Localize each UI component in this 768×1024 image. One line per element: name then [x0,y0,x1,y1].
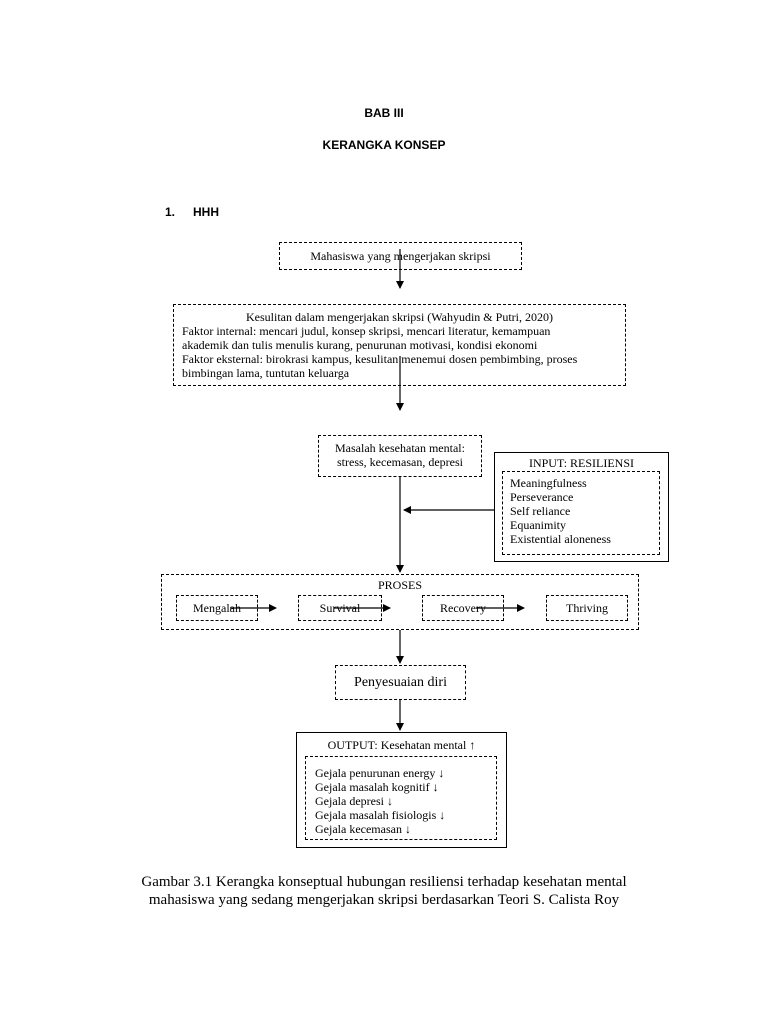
students-box-label: Mahasiswa yang mengerjakan skripsi [310,249,491,263]
input-item: Perseverance [510,490,574,504]
difficulty-line: Faktor internal: mencari judul, konsep s… [182,324,551,338]
section-number: 1. [165,205,176,219]
input-item: Self reliance [510,504,571,518]
output-item: Gejala masalah kognitif ↓ [315,780,439,794]
input-item: Equanimity [510,518,566,532]
section-title: HHH [193,205,219,219]
process-step-label: Thriving [566,601,608,615]
output-item: Gejala penurunan energy ↓ [315,766,445,780]
input-resilience-box: INPUT: RESILIENSI Meaningfulness Perseve… [494,452,669,562]
page-title: KERANGKA KONSEP [322,138,446,152]
caption-line: Gambar 3.1 Kerangka konseptual hubungan … [141,874,627,890]
output-title: OUTPUT: Kesehatan mental ↑ [327,738,476,752]
difficulty-line: bimbingan lama, tuntutan keluarga [182,366,350,380]
input-item: Existential aloneness [510,532,611,546]
output-items-box: Gejala penurunan energy ↓ Gejala masalah… [305,756,497,840]
chapter-heading: BAB III [364,106,404,120]
difficulty-line: Faktor eksternal: birokrasi kampus, kesu… [182,352,578,366]
mental-health-line: Masalah kesehatan mental: [335,441,465,455]
input-item: Meaningfulness [510,476,587,490]
process-step-label: Mengalah [193,601,241,615]
process-step-label: Recovery [440,601,486,615]
process-step-label: Survival [319,601,361,615]
adjustment-label: Penyesuaian diri [354,675,447,690]
process-box: PROSES Mengalah Survival Recovery Thrivi… [161,574,639,630]
process-step-thriving: Thriving [546,595,628,621]
input-title: INPUT: RESILIENSI [528,456,635,470]
difficulty-heading: Kesulitan dalam mengerjakan skripsi (Wah… [246,310,553,324]
process-step-mengalah: Mengalah [176,595,258,621]
process-step-recovery: Recovery [422,595,504,621]
difficulty-line: akademik dan tulis menulis kurang, penur… [182,338,538,352]
caption-line: mahasiswa yang sedang mengerjakan skrips… [148,892,620,908]
process-step-survival: Survival [298,595,382,621]
figure-caption: Gambar 3.1 Kerangka konseptual hubungan … [0,873,768,909]
process-title: PROSES [377,578,423,592]
difficulty-box: Kesulitan dalam mengerjakan skripsi (Wah… [173,304,626,386]
mental-health-box: Masalah kesehatan mental: stress, kecema… [318,435,482,477]
input-items-box: Meaningfulness Perseverance Self relianc… [502,471,660,555]
output-item: Gejala kecemasan ↓ [315,822,411,836]
students-box: Mahasiswa yang mengerjakan skripsi [279,242,522,270]
output-item: Gejala depresi ↓ [315,794,393,808]
mental-health-line: stress, kecemasan, depresi [337,455,463,469]
output-item: Gejala masalah fisiologis ↓ [315,808,446,822]
adjustment-box: Penyesuaian diri [335,665,466,700]
output-box: OUTPUT: Kesehatan mental ↑ Gejala penuru… [296,732,507,848]
